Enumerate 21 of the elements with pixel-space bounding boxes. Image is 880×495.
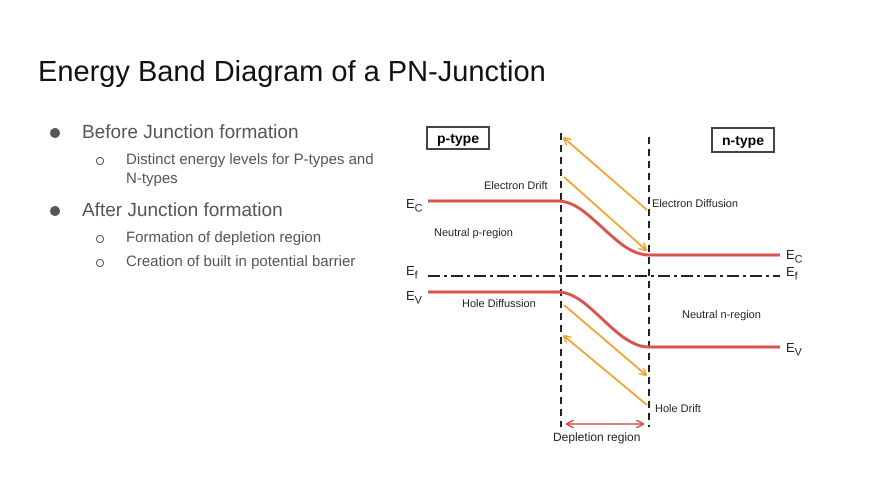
bullet-text: Before Junction formation (82, 121, 300, 145)
region-label: Neutral n-region (682, 309, 761, 323)
energy-level-label: E$_{V}$ (406, 288, 422, 308)
arrow-label: Hole Diffussion (462, 298, 536, 312)
arrow-label: Electron Diffusion (652, 198, 738, 212)
region-label: Neutral p-region (434, 227, 513, 241)
dimension-label: Depletion region (553, 430, 640, 445)
bullet-text: Formation of depletion region (126, 229, 322, 248)
slide-title: Energy Band Diagram of a PN-Junction (38, 55, 546, 90)
energy-level-label: E$_{C}$ (786, 247, 802, 267)
region-label-box: n-type (711, 127, 775, 153)
bullet-text: Distinct energy levels for P-types and N-types (126, 151, 375, 188)
energy-level-label: E$_{V}$ (786, 340, 802, 360)
bullet-text: After Junction formation (82, 199, 284, 223)
region-label-box: p-type (426, 126, 490, 150)
energy-level-label: E$_{C}$ (406, 196, 422, 216)
energy-level-label: E$_{f}$ (786, 264, 798, 284)
energy-level-label: E$_{f}$ (406, 263, 418, 284)
arrow-label: Electron Drift (484, 180, 548, 194)
arrow-label: Hole Drift (655, 403, 701, 417)
bullet-text: Creation of built in potential barrier (126, 253, 356, 272)
